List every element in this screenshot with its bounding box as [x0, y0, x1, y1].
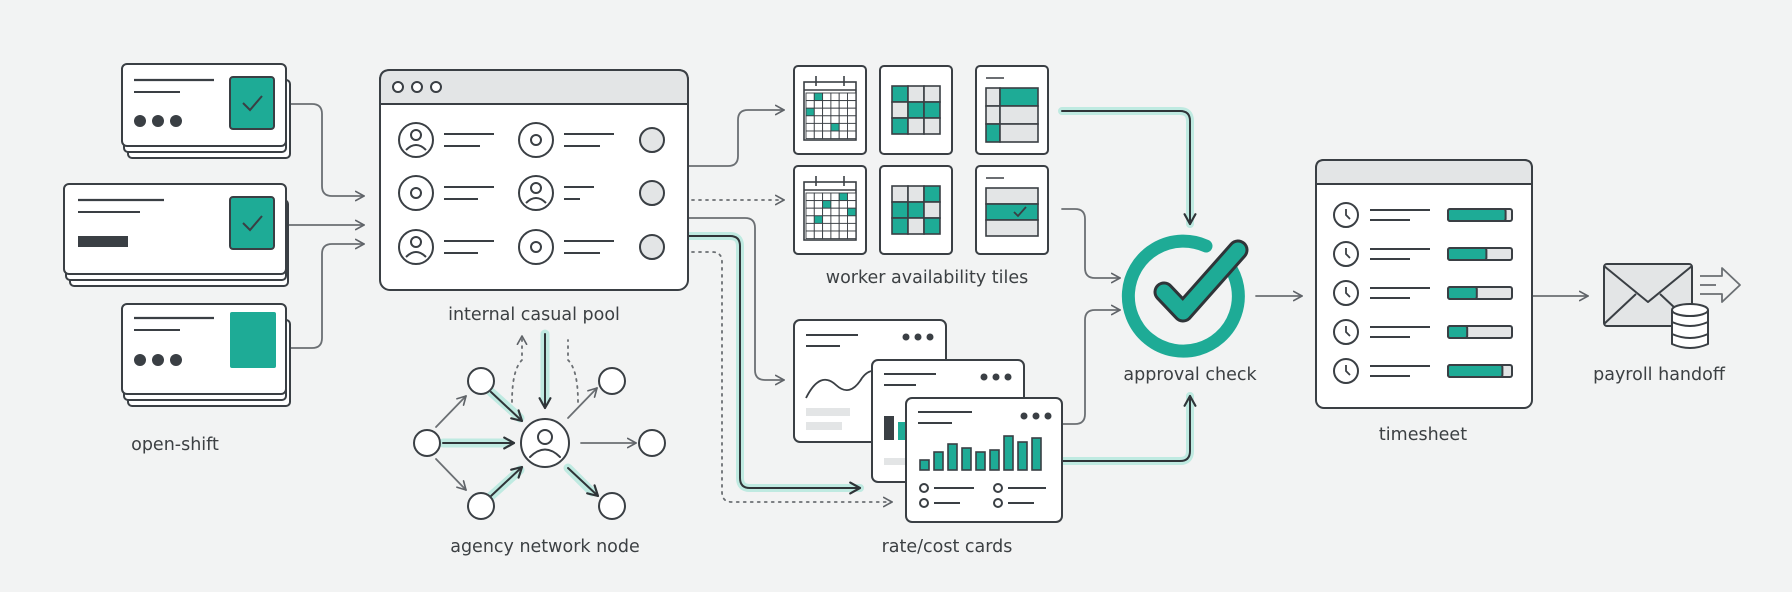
payroll-handoff-icon	[1603, 263, 1741, 349]
label-agency-node: agency network node	[450, 537, 640, 557]
agency-network	[413, 329, 666, 520]
availability-tile-5	[879, 165, 953, 255]
open-shift-cards	[63, 63, 291, 407]
timesheet-row	[1333, 358, 1513, 384]
rate-cost-cards	[793, 319, 1063, 523]
progress-fill	[1447, 208, 1507, 222]
rate-card-front	[905, 397, 1063, 523]
pool-person-row-1	[398, 122, 665, 158]
progress-fill	[1447, 286, 1478, 300]
rate-bar	[975, 451, 986, 471]
pool-person-row-3	[398, 229, 665, 265]
rate-bar	[989, 449, 1000, 471]
label-internal-pool: internal casual pool	[448, 305, 620, 325]
open-shift-card-2	[63, 183, 289, 287]
availability-tile-6	[975, 165, 1049, 255]
progress-fill	[1447, 325, 1469, 339]
rate-bar	[947, 443, 958, 471]
timesheet-window	[1315, 159, 1533, 409]
availability-tile-1	[793, 65, 867, 155]
availability-tile-3	[975, 65, 1049, 155]
label-payroll: payroll handoff	[1593, 365, 1726, 385]
availability-tiles	[793, 65, 1049, 255]
rate-bar	[919, 459, 930, 471]
connectors	[287, 103, 1589, 508]
internal-pool-window	[379, 69, 689, 291]
approval-check-icon	[1121, 234, 1249, 358]
check-icon	[1013, 206, 1027, 218]
label-availability: worker availability tiles	[826, 268, 1028, 288]
timesheet-row	[1333, 241, 1513, 267]
timesheet-row	[1333, 319, 1513, 345]
progress-fill	[1447, 364, 1504, 378]
rate-bar	[933, 451, 944, 471]
arrow-availability-approval	[1061, 208, 1121, 284]
pool-person-row-2	[398, 175, 665, 211]
availability-tile-4	[793, 165, 867, 255]
timesheet-row	[1333, 202, 1513, 228]
rate-bar	[1031, 437, 1042, 471]
arrow-pool-ratecard	[687, 217, 785, 386]
arrow-open-shift-1	[287, 103, 365, 202]
label-rate-cards: rate/cost cards	[882, 537, 1013, 557]
availability-tile-2	[879, 65, 953, 155]
open-shift-card-3	[121, 303, 291, 407]
rate-bar	[1003, 435, 1014, 471]
arrow-ratecard-approval-glow	[1058, 392, 1194, 465]
arrow-ratecard-approval	[1061, 304, 1121, 425]
label-approval: approval check	[1123, 365, 1257, 385]
label-open-shift: open-shift	[131, 435, 219, 455]
open-shift-card-1	[121, 63, 291, 159]
arrow-open-shift-3	[287, 238, 365, 349]
rate-bar	[961, 447, 972, 471]
arrow-pool-availability	[687, 104, 785, 167]
database-icon	[1671, 303, 1709, 349]
arrow-availability-approval-glow	[1058, 107, 1194, 228]
progress-fill	[1447, 247, 1488, 261]
label-timesheet: timesheet	[1379, 425, 1467, 445]
forward-arrow-icon	[1700, 267, 1741, 303]
rate-bar	[1017, 441, 1028, 471]
timesheet-row	[1333, 280, 1513, 306]
